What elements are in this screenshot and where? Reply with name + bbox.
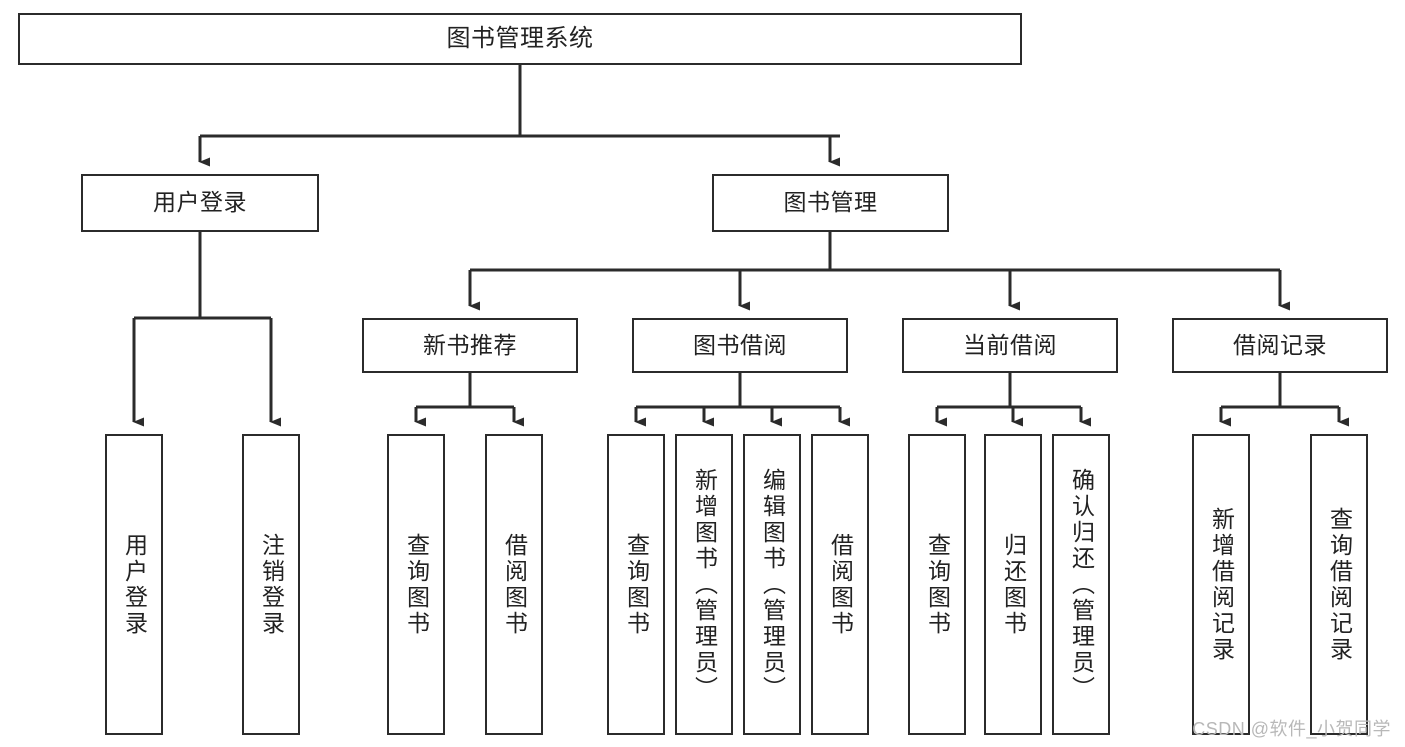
node-leaf-query-book-2-label: 查询图书 xyxy=(623,532,650,637)
node-leaf-query-record-label: 查询借阅记录 xyxy=(1326,506,1353,663)
node-leaf-logout-login[interactable]: 注销登录 xyxy=(242,434,300,735)
node-leaf-borrow-book-2-label: 借阅图书 xyxy=(827,532,854,637)
node-leaf-user-login-label: 用户登录 xyxy=(121,532,148,637)
node-leaf-query-book-2[interactable]: 查询图书 xyxy=(607,434,665,735)
node-new-book-recommend-label: 新书推荐 xyxy=(423,331,517,358)
node-leaf-borrow-book-1-label: 借阅图书 xyxy=(501,532,528,637)
node-new-book-recommend[interactable]: 新书推荐 xyxy=(362,318,578,373)
node-leaf-query-book-3[interactable]: 查询图书 xyxy=(908,434,966,735)
node-current-borrow-label: 当前借阅 xyxy=(963,331,1057,358)
node-leaf-add-record[interactable]: 新增借阅记录 xyxy=(1192,434,1250,735)
node-leaf-user-login[interactable]: 用户登录 xyxy=(105,434,163,735)
node-leaf-add-record-label: 新增借阅记录 xyxy=(1208,506,1235,663)
node-book-borrow-label: 图书借阅 xyxy=(693,331,787,358)
node-leaf-return-book-label: 归还图书 xyxy=(1000,532,1027,637)
node-leaf-logout-login-label: 注销登录 xyxy=(258,532,285,637)
node-root[interactable]: 图书管理系统 xyxy=(18,13,1022,65)
node-leaf-add-book[interactable]: 新增图书（管理员） xyxy=(675,434,733,735)
node-leaf-edit-book-label: 编辑图书（管理员） xyxy=(759,467,786,702)
node-leaf-query-book-3-label: 查询图书 xyxy=(924,532,951,637)
node-borrow-record[interactable]: 借阅记录 xyxy=(1172,318,1388,373)
node-book-manage[interactable]: 图书管理 xyxy=(712,174,949,232)
node-user-login[interactable]: 用户登录 xyxy=(81,174,319,232)
node-leaf-query-book-1-label: 查询图书 xyxy=(403,532,430,637)
node-leaf-query-book-1[interactable]: 查询图书 xyxy=(387,434,445,735)
node-current-borrow[interactable]: 当前借阅 xyxy=(902,318,1118,373)
node-leaf-borrow-book-2[interactable]: 借阅图书 xyxy=(811,434,869,735)
node-borrow-record-label: 借阅记录 xyxy=(1233,331,1327,358)
node-leaf-add-book-label: 新增图书（管理员） xyxy=(691,467,718,702)
node-leaf-return-book[interactable]: 归还图书 xyxy=(984,434,1042,735)
node-leaf-confirm-return-label: 确认归还（管理员） xyxy=(1068,467,1095,702)
node-leaf-confirm-return[interactable]: 确认归还（管理员） xyxy=(1052,434,1110,735)
node-leaf-borrow-book-1[interactable]: 借阅图书 xyxy=(485,434,543,735)
node-book-borrow[interactable]: 图书借阅 xyxy=(632,318,848,373)
node-user-login-label: 用户登录 xyxy=(153,189,247,216)
node-root-label: 图书管理系统 xyxy=(446,24,594,52)
node-leaf-edit-book[interactable]: 编辑图书（管理员） xyxy=(743,434,801,735)
node-leaf-query-record[interactable]: 查询借阅记录 xyxy=(1310,434,1368,735)
node-book-manage-label: 图书管理 xyxy=(783,189,878,216)
